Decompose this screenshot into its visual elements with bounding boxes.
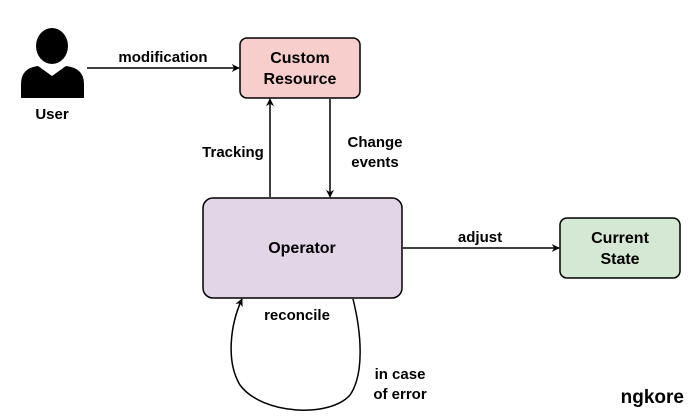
- adjust-label: adjust: [458, 229, 502, 246]
- custom-resource-label-line2: Resource: [264, 71, 337, 88]
- reconcile-label: reconcile: [264, 307, 330, 324]
- user-icon: [21, 28, 84, 98]
- brand-text: ngkore: [621, 387, 684, 408]
- operator-label: Operator: [268, 240, 336, 257]
- error-label-line1: in case: [375, 366, 426, 383]
- custom-resource-node: [239, 37, 361, 99]
- tracking-label: Tracking: [202, 144, 264, 161]
- user-label: User: [35, 106, 69, 123]
- operator-node: [202, 197, 403, 299]
- reconcile-loop-arrow: [230, 298, 361, 411]
- custom-resource-label-line1: Custom: [270, 50, 330, 67]
- change-events-label-line1: Change: [347, 134, 402, 151]
- error-label-line2: of error: [373, 386, 427, 403]
- current-state-node: [559, 217, 681, 279]
- current-state-label-line1: Current: [591, 230, 649, 247]
- change-events-label-line2: events: [351, 154, 399, 171]
- current-state-label-line2: State: [600, 251, 639, 268]
- modification-label: modification: [118, 49, 207, 66]
